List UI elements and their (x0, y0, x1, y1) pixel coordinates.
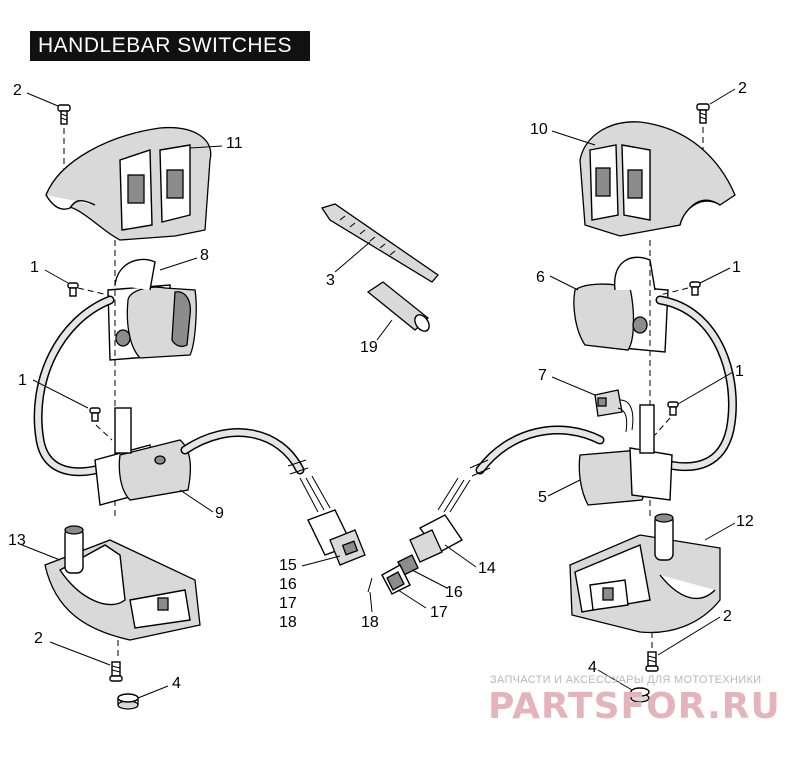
callout-6: 6 (536, 269, 545, 286)
watermark-tagline: ЗАПЧАСТИ И АКСЕССУАРЫ ДЛЯ МОТОТЕХНИКИ (490, 674, 761, 686)
callout-1: 1 (735, 363, 744, 380)
screw-top-right (696, 103, 710, 124)
callout-1: 1 (30, 259, 39, 276)
upper-switch-housing-left (45, 126, 212, 241)
switch-assembly-right-lower (578, 404, 673, 506)
sleeve-tube (366, 281, 430, 332)
small-connector-right (594, 389, 634, 433)
diagram-title: HANDLEBAR SWITCHES (30, 31, 310, 61)
callout-5: 5 (538, 489, 547, 506)
callout-2: 2 (34, 630, 43, 647)
screw-guide-right-1d (654, 417, 671, 436)
lower-switch-housing-left (44, 525, 201, 641)
switch-assembly-right-upper (573, 256, 669, 353)
callout-7: 7 (538, 367, 547, 384)
connector-right (409, 477, 471, 563)
callout-8: 8 (200, 247, 209, 264)
nut-bottom-right (630, 687, 650, 703)
screw-left-1a (67, 282, 79, 297)
nut-bottom-left (117, 693, 139, 710)
callout-9: 9 (215, 505, 224, 522)
callout-3: 3 (326, 272, 335, 289)
callout-10: 10 (530, 121, 548, 138)
screw-top-left (57, 104, 71, 125)
callout-19: 19 (360, 339, 378, 356)
callout-2: 2 (723, 608, 732, 625)
callout-1: 1 (18, 372, 27, 389)
callout-4: 4 (172, 675, 181, 692)
callout-17: 17 (279, 595, 297, 612)
callout-numbers: 2 11 1 8 1 9 13 2 4 3 19 15 16 17 18 14 … (8, 80, 754, 692)
callout-2: 2 (13, 82, 22, 99)
callout-17: 17 (430, 604, 448, 621)
upper-switch-housing-right (579, 121, 736, 237)
lower-switch-housing-right (569, 513, 721, 634)
switch-assembly-left-upper (107, 258, 197, 361)
callout-4: 4 (588, 659, 597, 676)
screw-guide-right-1c (659, 287, 689, 296)
screw-right-1d (667, 401, 679, 416)
callout-14: 14 (478, 560, 496, 577)
callout-13: 13 (8, 532, 26, 549)
callout-16: 16 (279, 576, 297, 593)
callout-1: 1 (732, 259, 741, 276)
watermark-logo: PARTSFOR.RU (488, 686, 781, 727)
seal-and-terminal (367, 554, 419, 595)
callout-18: 18 (279, 614, 297, 631)
screw-guide-left-1a (77, 287, 109, 296)
callout-16: 16 (445, 584, 463, 601)
callout-2: 2 (738, 80, 747, 97)
screw-bottom-right (645, 651, 659, 672)
screw-bottom-left (109, 661, 123, 682)
leader-lines (21, 88, 736, 699)
screw-left-1b (89, 407, 101, 422)
screw-guide-left-1b (95, 424, 113, 441)
watermark: ЗАПЧАСТИ И АКСЕССУАРЫ ДЛЯ МОТОТЕХНИКИ PA… (488, 674, 781, 727)
switch-assembly-left-lower (94, 407, 192, 506)
break-mark-left (287, 459, 309, 475)
wire-loop-right (655, 295, 737, 472)
callout-18: 18 (361, 614, 379, 631)
callout-11: 11 (226, 135, 243, 152)
break-mark-right (469, 459, 491, 477)
cable-tie (320, 203, 439, 283)
callout-15: 15 (279, 557, 297, 574)
connector-left (299, 475, 366, 566)
callout-12: 12 (736, 513, 754, 530)
screw-right-1c (689, 281, 701, 296)
